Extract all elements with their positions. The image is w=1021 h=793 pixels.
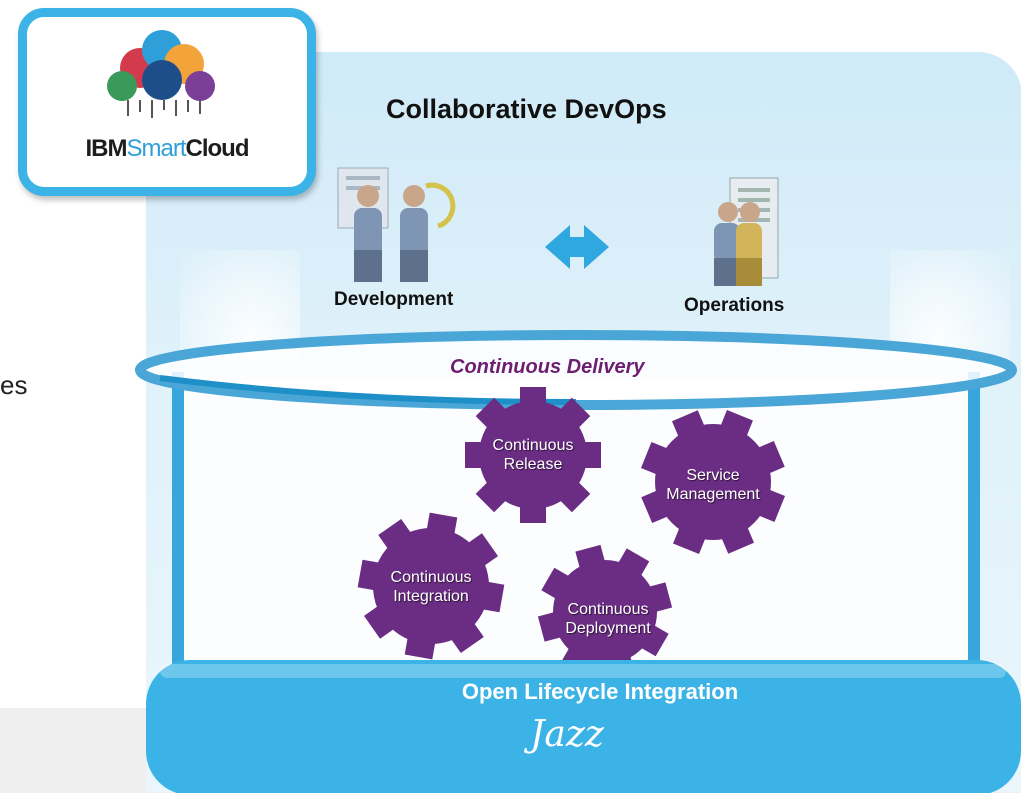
gear-service-management-icon xyxy=(640,409,786,555)
gear-label-line: Service xyxy=(686,467,740,484)
gear-label-line: Continuous xyxy=(390,569,472,586)
diagram-title: Collaborative DevOps xyxy=(386,94,667,124)
gear-label-continuous-deployment: Continuous Deployment xyxy=(548,600,668,638)
integration-platform xyxy=(146,660,1021,793)
logo-ibm: IBM xyxy=(85,135,128,162)
ibm-smartcloud-logo: IBMSmartCloud xyxy=(18,8,316,196)
gear-label-line: Integration xyxy=(393,588,469,605)
gear-continuous-deployment-icon xyxy=(537,544,673,680)
cylinder-wall-left xyxy=(172,372,184,672)
gear-label-line: Release xyxy=(503,456,563,473)
open-lifecycle-integration-label: Open Lifecycle Integration xyxy=(461,679,739,704)
cropped-text: es xyxy=(0,370,28,400)
cylinder-wall-right xyxy=(968,372,980,672)
logo-wordmark: IBMSmartCloud xyxy=(27,135,307,163)
jazz-brand: Jazz xyxy=(530,714,604,755)
gear-continuous-integration-icon xyxy=(357,512,505,660)
continuous-delivery-label: Continuous Delivery xyxy=(450,356,645,378)
operations-team-icon xyxy=(714,177,779,286)
gear-label-continuous-integration: Continuous Integration xyxy=(371,568,491,606)
gear-label-continuous-release: Continuous Release xyxy=(478,436,588,474)
bidirectional-arrow-icon xyxy=(545,225,609,269)
light-glow xyxy=(890,250,1010,360)
development-team-icon xyxy=(337,167,456,282)
gear-label-line: Continuous xyxy=(567,601,649,618)
operations-label: Operations xyxy=(684,295,785,316)
gear-label-line: Management xyxy=(666,486,760,503)
logo-cloud: Cloud xyxy=(185,135,250,162)
gear-label-line: Continuous xyxy=(492,437,574,454)
development-label: Development xyxy=(334,289,454,310)
gear-continuous-release-icon xyxy=(465,387,601,523)
logo-smart: Smart xyxy=(126,135,187,162)
gear-label-line: Deployment xyxy=(565,620,651,637)
gear-label-service-management: Service Management xyxy=(651,466,775,504)
